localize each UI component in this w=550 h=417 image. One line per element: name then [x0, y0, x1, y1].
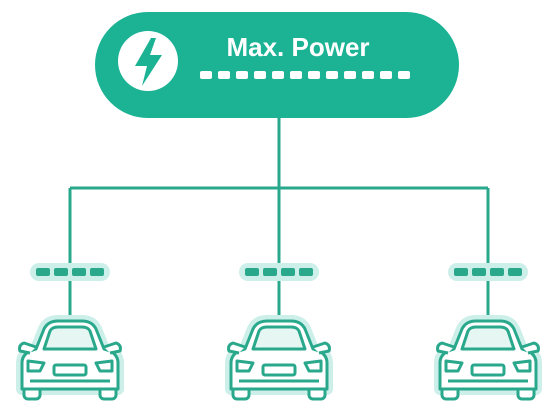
power-meter-segment [344, 71, 356, 79]
power-meter-segment [362, 71, 374, 79]
car-headlight-right [303, 359, 323, 373]
car-meter-segment [281, 268, 295, 276]
car-grille [261, 363, 297, 377]
car-headlight-right [94, 359, 114, 373]
lightning-bolt-icon [135, 38, 162, 86]
max-power-node: Max. Power [95, 12, 459, 118]
car-mirror-right [103, 341, 122, 355]
power-meter-segment [326, 71, 338, 79]
car-icon [225, 315, 333, 401]
car-headlight-left [444, 359, 464, 373]
car-icon [434, 315, 542, 401]
car-mirror-left [18, 341, 37, 355]
max-power-label: Max. Power [226, 32, 369, 62]
car-meter-segment [90, 268, 104, 276]
power-meter-segment [308, 71, 320, 79]
car-meter-segment [454, 268, 468, 276]
car-meter-segment [245, 268, 259, 276]
power-meter-segment [218, 71, 230, 79]
car-meter-segment [508, 268, 522, 276]
power-level-meter [200, 71, 410, 79]
car-mirror-right [521, 341, 540, 355]
car-meter-segment [472, 268, 486, 276]
max-power-pill [95, 12, 459, 118]
meter-glow [30, 263, 110, 281]
car-grille [470, 363, 506, 377]
cars-row [16, 315, 542, 401]
power-meter-segment [200, 71, 212, 79]
power-meter-segment [398, 71, 410, 79]
power-meter-segment [380, 71, 392, 79]
power-meter-segment [236, 71, 248, 79]
car-level-meter [448, 263, 528, 281]
car-icon [16, 315, 124, 401]
car-headlight-left [26, 359, 46, 373]
meter-glow [448, 263, 528, 281]
car-meter-segment [36, 268, 50, 276]
power-meter-segment [290, 71, 302, 79]
car-meter-segment [263, 268, 277, 276]
car-windshield [42, 325, 98, 351]
car-windshield [460, 325, 516, 351]
car-headlight-right [512, 359, 532, 373]
car-grille [52, 363, 88, 377]
car-mirror-right [312, 341, 331, 355]
meter-glow [239, 263, 319, 281]
car-meter-segment [299, 268, 313, 276]
car-windshield [251, 325, 307, 351]
connector-lines [68, 118, 490, 318]
car-headlight-left [235, 359, 255, 373]
power-meter-segment [254, 71, 266, 79]
power-meter-segment [272, 71, 284, 79]
car-meter-segment [72, 268, 86, 276]
car-meter-segment [54, 268, 68, 276]
car-level-meter [239, 263, 319, 281]
car-level-meters [30, 263, 528, 281]
car-meter-segment [490, 268, 504, 276]
car-mirror-left [227, 341, 246, 355]
car-level-meter [30, 263, 110, 281]
car-mirror-left [436, 341, 455, 355]
